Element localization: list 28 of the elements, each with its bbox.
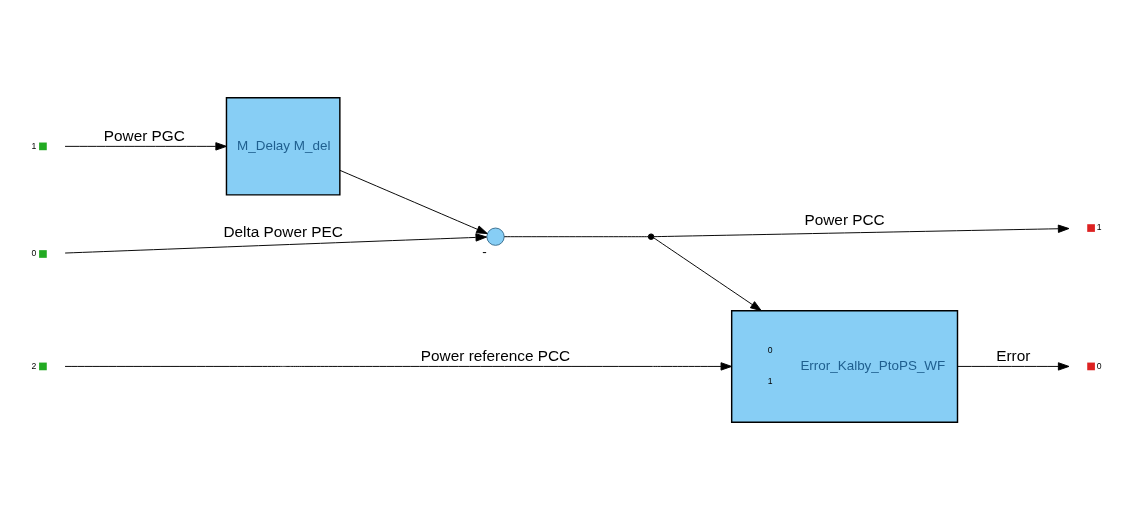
node-box bbox=[39, 250, 47, 258]
arrow bbox=[339, 169, 488, 235]
node-label: - bbox=[482, 244, 487, 260]
arrow bbox=[64, 362, 733, 371]
edge-label: Delta Power PEC bbox=[223, 223, 343, 241]
edge-label: Error bbox=[996, 347, 1031, 365]
arrow bbox=[653, 224, 1070, 238]
edge-label: Power PGC bbox=[103, 127, 185, 145]
arrow bbox=[653, 237, 762, 312]
node-box: 0 1 Error_Kalby_PtoPS_WF bbox=[730, 309, 959, 423]
node-box bbox=[39, 142, 47, 151]
node-label: 1 bbox=[1096, 222, 1102, 233]
node-label: 1 bbox=[31, 140, 37, 151]
arrow bbox=[957, 362, 1070, 371]
node-label: 0 bbox=[1096, 360, 1102, 371]
node-circle bbox=[486, 227, 505, 246]
connector bbox=[503, 236, 649, 238]
node-box bbox=[39, 362, 47, 371]
arrow bbox=[64, 142, 227, 151]
node-dot bbox=[647, 233, 655, 240]
node-box bbox=[1087, 224, 1095, 232]
node-label: 0 bbox=[31, 248, 37, 259]
node-label: 2 bbox=[31, 360, 37, 371]
node-box: M_Delay M_del bbox=[225, 97, 341, 196]
edge-label: Power reference PCC bbox=[420, 347, 571, 365]
arrow bbox=[64, 233, 488, 254]
edge-label: Power PCC bbox=[804, 210, 885, 228]
node-box bbox=[1087, 362, 1095, 371]
